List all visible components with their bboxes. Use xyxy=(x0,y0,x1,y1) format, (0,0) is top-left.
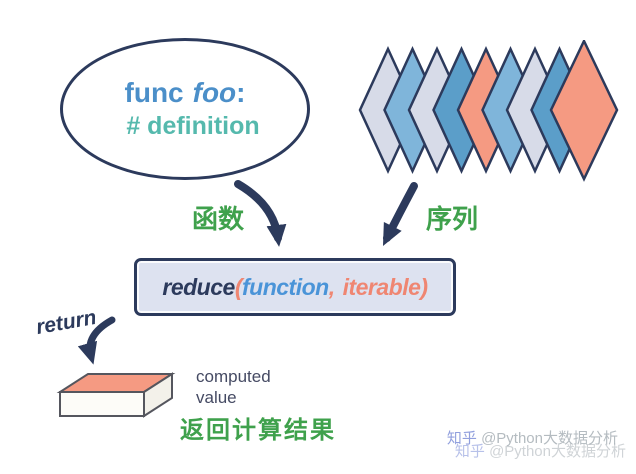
reduce-keyword: reduce xyxy=(162,273,235,300)
function-arg: function xyxy=(242,273,329,300)
watermark-front: 知乎 @Python大数据分析 xyxy=(455,440,626,461)
sequence-label: 序列 xyxy=(426,204,479,234)
reduce-call-box: reduce(function, iterable) xyxy=(134,258,456,316)
watermark-brand: 知乎 xyxy=(454,443,485,460)
return-arrow xyxy=(77,316,116,365)
result-box-side-face xyxy=(143,372,173,418)
computed-line2: value xyxy=(196,388,237,407)
result-box-front-face xyxy=(59,391,145,417)
func-name: foo xyxy=(192,77,237,108)
close-paren: ) xyxy=(420,273,428,300)
sequence-diamond xyxy=(549,40,619,182)
function-label: 函数 xyxy=(192,204,245,234)
watermark-handle: @Python大数据分析 xyxy=(489,443,626,460)
watermark-back: 知乎 @Python大数据分析 xyxy=(447,427,618,448)
sequence-arrow xyxy=(382,182,418,247)
watermark-handle: @Python大数据分析 xyxy=(481,430,618,447)
watermark-brand: 知乎 xyxy=(446,430,477,447)
open-paren: ( xyxy=(234,273,243,300)
definition-comment: # definition xyxy=(126,112,260,140)
computed-value-caption: computed value xyxy=(196,366,271,408)
function-arrow xyxy=(234,180,287,247)
result-label: 返回计算结果 xyxy=(180,417,336,444)
sequence-stack xyxy=(358,40,619,182)
func-colon: : xyxy=(236,77,246,108)
iterable-arg: iterable xyxy=(342,273,421,300)
func-keyword: func xyxy=(124,77,184,108)
comma-separator: , xyxy=(328,273,335,300)
computed-line1: computed xyxy=(196,367,271,386)
result-box-3d xyxy=(56,372,176,418)
